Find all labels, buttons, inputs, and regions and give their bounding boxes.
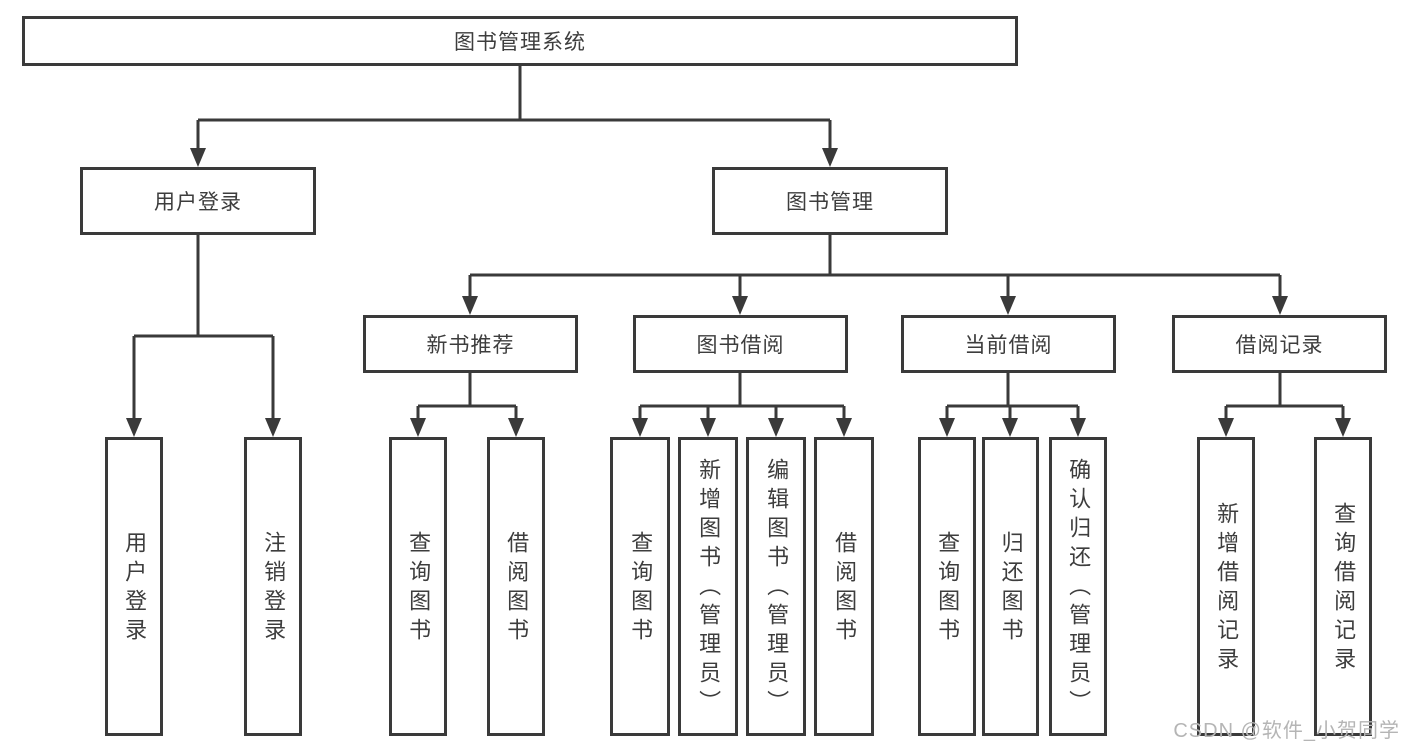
node-book-management: 图书管理 xyxy=(712,167,948,235)
connector-borrowing-records-to-leaves xyxy=(1218,373,1351,437)
node-book-borrowing: 图书借阅 xyxy=(633,315,848,373)
arrowhead-down-icon xyxy=(1218,418,1234,437)
node-borrowing-records: 借阅记录 xyxy=(1172,315,1387,373)
arrowhead-down-icon xyxy=(732,296,748,315)
node-new-book-recommendation: 新书推荐 xyxy=(363,315,578,373)
leaf-query-books-current: 查询图书 xyxy=(918,437,976,736)
leaf-query-books-recommend: 查询图书 xyxy=(389,437,447,736)
arrowhead-down-icon xyxy=(410,418,426,437)
arrowhead-down-icon xyxy=(462,296,478,315)
connector-book-management-to-level3 xyxy=(462,235,1288,315)
arrowhead-down-icon xyxy=(508,418,524,437)
connector-new-book-recommendation-to-leaves xyxy=(410,373,524,437)
arrowhead-down-icon xyxy=(1272,296,1288,315)
leaf-query-borrow-record: 查询借阅记录 xyxy=(1314,437,1372,736)
arrowhead-down-icon xyxy=(939,418,955,437)
arrowhead-down-icon xyxy=(836,418,852,437)
connector-user-login-to-leaves xyxy=(126,235,281,437)
arrowhead-down-icon xyxy=(822,148,838,167)
connector-book-borrowing-to-leaves xyxy=(632,373,852,437)
arrowhead-down-icon xyxy=(265,418,281,437)
node-current-borrowing: 当前借阅 xyxy=(901,315,1116,373)
leaf-return-books: 归还图书 xyxy=(982,437,1039,736)
leaf-borrow-books-recommend: 借阅图书 xyxy=(487,437,545,736)
arrowhead-down-icon xyxy=(1002,418,1018,437)
arrowhead-down-icon xyxy=(1335,418,1351,437)
leaf-confirm-return-admin: 确认归还（管理员） xyxy=(1049,437,1107,736)
arrowhead-down-icon xyxy=(190,148,206,167)
leaf-logout-login: 注销登录 xyxy=(244,437,302,736)
connector-current-borrowing-to-leaves xyxy=(939,373,1086,437)
arrowhead-down-icon xyxy=(768,418,784,437)
arrowhead-down-icon xyxy=(632,418,648,437)
leaf-add-books-admin: 新增图书（管理员） xyxy=(678,437,738,736)
arrowhead-down-icon xyxy=(1070,418,1086,437)
connector-root-to-level2 xyxy=(190,66,838,167)
leaf-new-borrow-record: 新增借阅记录 xyxy=(1197,437,1255,736)
node-root: 图书管理系统 xyxy=(22,16,1018,66)
leaf-query-books-borrow: 查询图书 xyxy=(610,437,670,736)
arrowhead-down-icon xyxy=(126,418,142,437)
leaf-borrow-books-borrow: 借阅图书 xyxy=(814,437,874,736)
node-user-login: 用户登录 xyxy=(80,167,316,235)
leaf-user-login: 用户登录 xyxy=(105,437,163,736)
watermark: CSDN @软件_小贺同学 xyxy=(1173,720,1400,742)
arrowhead-down-icon xyxy=(700,418,716,437)
arrowhead-down-icon xyxy=(1000,296,1016,315)
leaf-edit-books-admin: 编辑图书（管理员） xyxy=(746,437,806,736)
